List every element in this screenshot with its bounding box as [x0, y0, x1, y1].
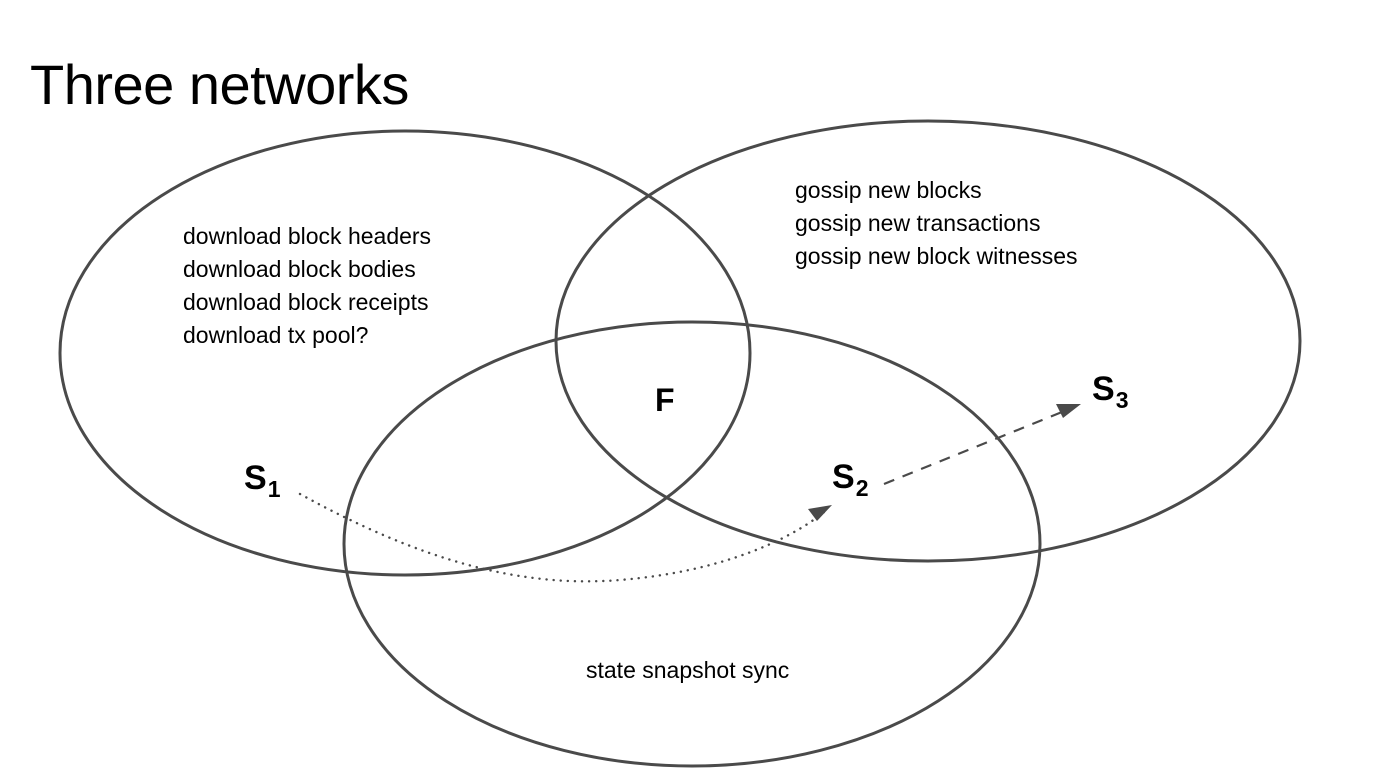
bottom-network-item-list: state snapshot sync	[586, 655, 789, 685]
right-network-item: gossip new blocks	[795, 177, 982, 203]
label-node-s3-subscript: 3	[1115, 387, 1129, 413]
s2-to-s3-connector	[883, 406, 1073, 486]
left-network-item: download block receipts	[183, 289, 429, 315]
label-node-s2: S2	[832, 458, 868, 501]
left-network-item: download block bodies	[183, 256, 416, 282]
right-network-item: gossip new block witnesses	[795, 243, 1078, 269]
left-network-item: download block headers	[183, 223, 432, 249]
right-network-item: gossip new transactions	[795, 210, 1041, 236]
right-network-item-list: gossip new blocks gossip new transaction…	[795, 174, 1078, 273]
ellipse-left-network	[58, 129, 752, 577]
label-intersection-f-base: F	[655, 382, 675, 418]
left-network-item-list: download block headers download block bo…	[183, 220, 431, 352]
s1-to-s2-connector	[298, 492, 826, 583]
label-node-s1-subscript: 1	[267, 476, 281, 502]
label-node-s1: S1	[244, 459, 280, 502]
label-node-s1-base: S	[244, 459, 267, 497]
s1-to-s2-arrowhead-icon	[808, 505, 832, 521]
label-node-s2-subscript: 2	[855, 475, 869, 501]
s2-to-s3-arrowhead-icon	[1056, 404, 1081, 418]
left-network-item: download tx pool?	[183, 322, 369, 348]
label-node-s3: S3	[1092, 370, 1128, 413]
label-intersection-f: F	[655, 382, 675, 419]
bottom-network-item: state snapshot sync	[586, 657, 790, 683]
label-node-s3-base: S	[1092, 370, 1115, 408]
ellipse-bottom-network	[342, 320, 1042, 768]
page-title: Three networks	[30, 52, 409, 116]
label-node-s2-base: S	[832, 458, 855, 496]
